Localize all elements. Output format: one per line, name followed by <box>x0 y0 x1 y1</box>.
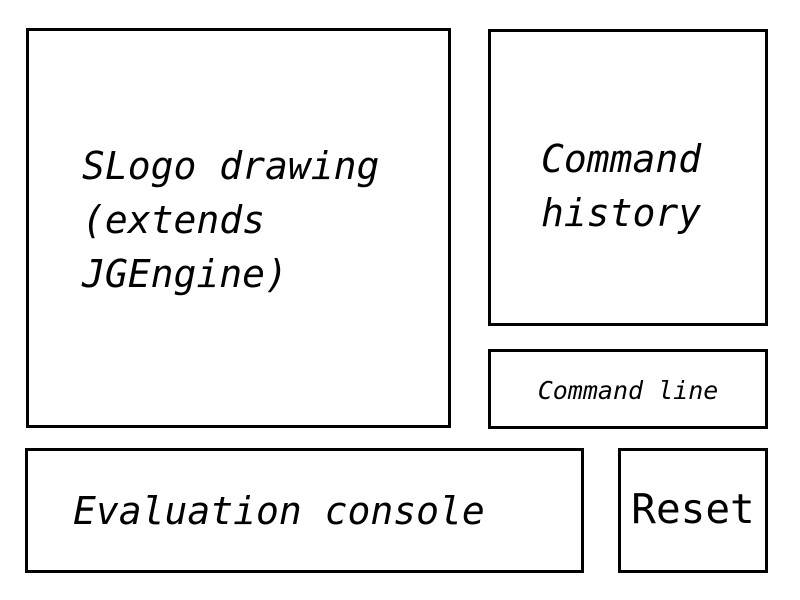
evaluation-console-label: Evaluation console <box>73 489 485 533</box>
reset-button[interactable]: Reset <box>618 448 768 573</box>
evaluation-console-panel[interactable]: Evaluation console <box>25 448 584 573</box>
command-line-label: Command line <box>537 376 719 405</box>
command-history-panel[interactable]: Command history <box>488 29 768 326</box>
slogo-drawing-panel[interactable]: SLogo drawing (extends JGEngine) <box>26 28 451 428</box>
reset-button-label: Reset <box>631 485 755 533</box>
command-line-input[interactable]: Command line <box>488 349 768 429</box>
command-history-label: Command history <box>541 137 702 235</box>
slogo-drawing-label: SLogo drawing (extends JGEngine) <box>82 144 380 296</box>
